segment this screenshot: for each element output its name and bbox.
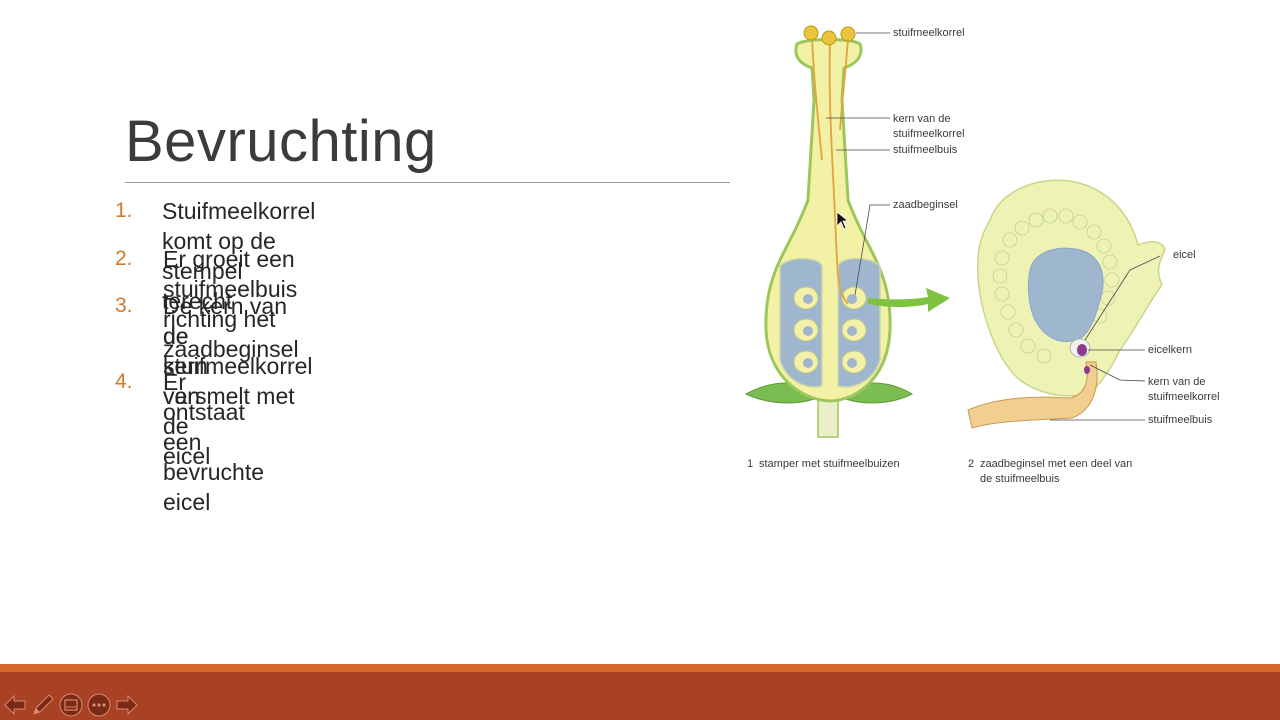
step-3-text-line2: de kern van de eicel <box>163 323 211 469</box>
slide: Bevruchting 1. Stuifmeelkorrel komt op d… <box>115 25 1220 515</box>
pistil-drawing <box>744 25 914 438</box>
footer-bar <box>0 672 1280 720</box>
footer-stripe <box>0 664 1280 672</box>
slide-title: Bevruchting <box>125 109 437 174</box>
previous-icon[interactable] <box>2 692 28 718</box>
label-stuifmeelkorrel: stuifmeelkorrel <box>893 27 965 39</box>
caption-2-line1: zaadbeginsel met een deel van <box>980 458 1132 470</box>
label-stuifmeelbuis: stuifmeelbuis <box>893 144 958 156</box>
caption-1-text: stamper met stuifmeelbuizen <box>759 458 900 470</box>
label-eicel: eicel <box>1173 249 1196 261</box>
caption-2-number: 2 <box>968 458 974 470</box>
caption-2-line2: de stuifmeelbuis <box>980 473 1060 485</box>
more-icon[interactable] <box>86 692 112 718</box>
slides-icon[interactable] <box>58 692 84 718</box>
title-divider <box>125 182 730 183</box>
fertilization-illustration: stuifmeelkorrel kern van de stuifmeelkor… <box>744 25 1220 485</box>
label-kern-line1: kern van de <box>893 113 950 125</box>
step-1-number: 1. <box>115 199 133 222</box>
step-2-number: 2. <box>115 247 133 270</box>
step-1-text: Stuifmeelkorrel komt op de stempel terec… <box>162 198 316 314</box>
ovule-drawing <box>967 179 1166 429</box>
label-kern-line2: stuifmeelkorrel <box>893 128 965 140</box>
pen-icon[interactable] <box>30 692 56 718</box>
step-4-text: Er ontstaat een bevruchte eicel <box>163 369 265 515</box>
green-arrow-icon <box>868 288 950 312</box>
step-2-text: Er groeit een stuifmeelbuis richting het… <box>163 246 299 362</box>
next-icon[interactable] <box>114 692 140 718</box>
label-eicelkern: eicelkern <box>1148 344 1192 356</box>
step-3-number: 3. <box>115 294 133 317</box>
caption-1-number: 1 <box>747 458 753 470</box>
step-3-text-line1: De kern van de stuifmeelkorrel versmelt … <box>163 293 313 409</box>
label-kern-b-line2: stuifmeelkorrel <box>1148 391 1220 403</box>
label-kern-b-line1: kern van de <box>1148 376 1205 388</box>
label-zaadbeginsel: zaadbeginsel <box>893 199 958 211</box>
label-stuifmeelbuis-b: stuifmeelbuis <box>1148 414 1213 426</box>
step-4-number: 4. <box>115 370 133 393</box>
